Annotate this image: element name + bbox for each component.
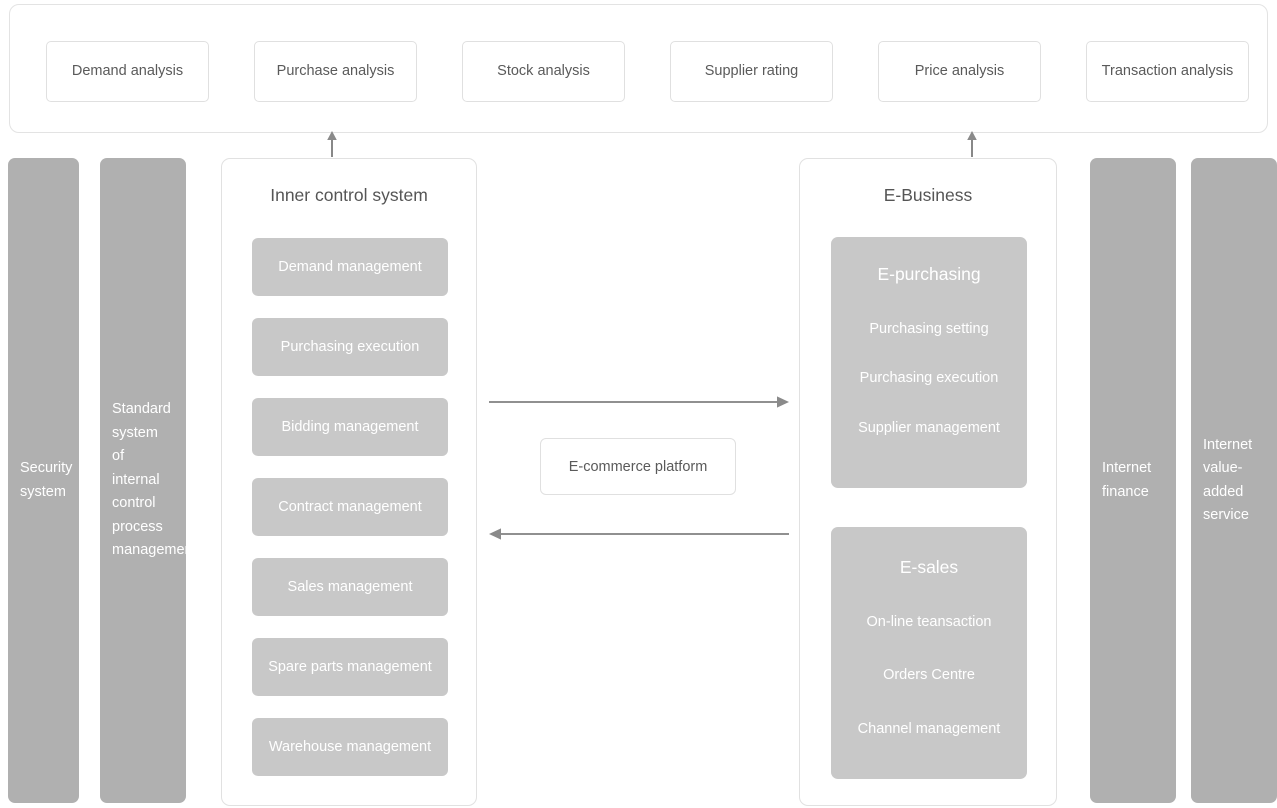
analysis-button-transaction[interactable]: Transaction analysis xyxy=(1086,41,1249,102)
pillar-security-system: Security system xyxy=(8,158,79,803)
module-card-sales-management[interactable]: Sales management xyxy=(252,558,448,616)
module-card-contract-management[interactable]: Contract management xyxy=(252,478,448,536)
e-purchasing-item-purchasing-execution[interactable]: Purchasing execution xyxy=(859,370,999,386)
analysis-button-supplier-rating[interactable]: Supplier rating xyxy=(670,41,833,102)
analysis-button-price[interactable]: Price analysis xyxy=(878,41,1041,102)
pillar-internet-value-added-service-label: Internet value-added service xyxy=(1203,436,1253,523)
analysis-button-stock[interactable]: Stock analysis xyxy=(462,41,625,102)
arrow-up-ebusiness-to-analysis xyxy=(967,131,977,157)
analysis-button-purchase[interactable]: Purchase analysis xyxy=(254,41,417,102)
arrow-up-inner-control-to-analysis xyxy=(327,131,337,157)
analysis-button-demand[interactable]: Demand analysis xyxy=(46,41,209,102)
module-card-bidding-management[interactable]: Bidding management xyxy=(252,398,448,456)
analysis-bar: Demand analysis Purchase analysis Stock … xyxy=(9,4,1268,133)
group-card-e-purchasing[interactable]: E-purchasing Purchasing setting Purchasi… xyxy=(831,237,1027,488)
module-card-purchasing-execution[interactable]: Purchasing execution xyxy=(252,318,448,376)
pillar-security-system-label: Security system xyxy=(20,460,73,500)
e-sales-item-orders-centre[interactable]: Orders Centre xyxy=(883,667,975,683)
panel-inner-control-system: Inner control system Demand management P… xyxy=(221,158,477,806)
e-business-title: E-Business xyxy=(883,185,973,205)
pillar-internet-finance: Internet finance xyxy=(1090,158,1176,803)
module-card-demand-management[interactable]: Demand management xyxy=(252,238,448,296)
group-card-e-sales[interactable]: E-sales On-line teansaction Orders Centr… xyxy=(831,527,1027,779)
e-sales-title: E-sales xyxy=(899,557,959,577)
module-card-warehouse-management[interactable]: Warehouse management xyxy=(252,718,448,776)
module-card-spare-parts-management[interactable]: Spare parts management xyxy=(252,638,448,696)
e-sales-item-online-transaction[interactable]: On-line teansaction xyxy=(866,614,992,630)
pillar-internet-finance-label: Internet finance xyxy=(1102,460,1152,500)
e-purchasing-title: E-purchasing xyxy=(877,264,981,284)
inner-control-system-title: Inner control system xyxy=(270,185,428,205)
pillar-standard-system: Standard system of internal control proc… xyxy=(100,158,197,803)
panel-e-business: E-Business E-purchasing Purchasing setti… xyxy=(799,158,1057,806)
pillar-standard-system-label: Standard system of internal control proc… xyxy=(112,401,197,559)
e-commerce-platform-box[interactable]: E-commerce platform xyxy=(540,438,736,495)
e-sales-item-channel-management[interactable]: Channel management xyxy=(857,721,1001,737)
pillar-internet-value-added-service: Internet value-added service xyxy=(1191,158,1277,803)
e-purchasing-item-supplier-management[interactable]: Supplier management xyxy=(858,420,1000,436)
arrow-left-to-inner-control xyxy=(489,528,789,540)
arrow-right-to-ebusiness xyxy=(489,396,789,408)
e-purchasing-item-purchasing-setting[interactable]: Purchasing setting xyxy=(869,321,989,337)
